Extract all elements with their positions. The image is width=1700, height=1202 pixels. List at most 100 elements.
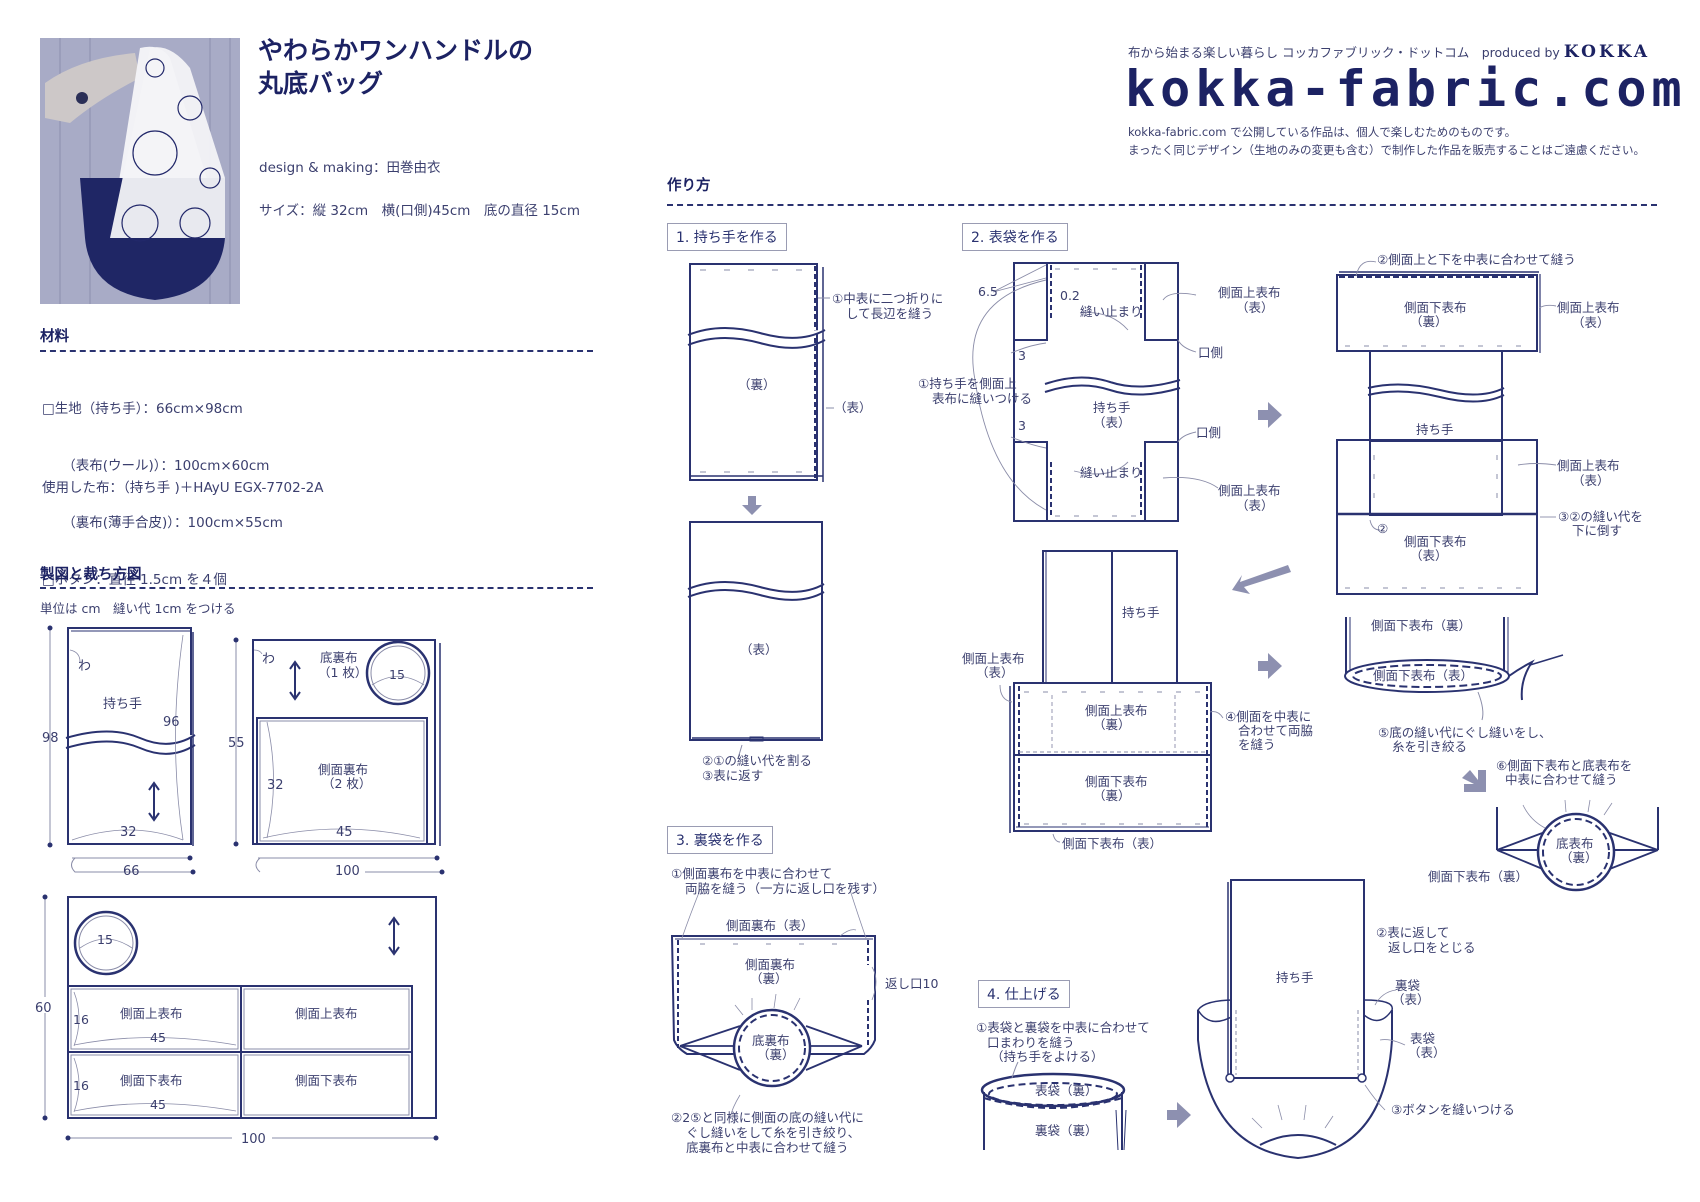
step2-e-bottom2: （裏） (1560, 850, 1598, 865)
step4-note3: ③ボタンを縫いつける (1391, 1102, 1515, 1117)
diagram-group (1355, 260, 1557, 531)
lining-bottom-name: 底裏布 (320, 650, 358, 665)
diagram-group (1235, 1010, 1359, 1075)
step2-b-handle: 持ち手 (1416, 422, 1454, 437)
step2-kuchi2: 口側 (1196, 425, 1221, 440)
handle-height-label: 98 (42, 731, 59, 746)
notice-line-2: まったく同じデザイン（生地のみの変更も含む）で制作した作品を販売することはご遠慮… (1128, 143, 1646, 157)
step1-omote: （表） (834, 400, 872, 415)
step4-note1a: ①表袋と裏袋を中表に合わせて (976, 1020, 1150, 1035)
arrow-down-left-icon (1232, 565, 1291, 594)
step2-note6a: ⑥側面下表布と底表布を (1496, 758, 1632, 773)
step3-note1b: 両脇を縫う（一方に返し口を残す） (685, 881, 885, 896)
step2-c-lower-out: 側面下表布（表） (1062, 836, 1162, 851)
lining-fabric-width: 100 (335, 864, 360, 879)
pattern-heading: 製図と裁ち方図 (40, 567, 142, 583)
arrow-down-right-icon (1462, 770, 1486, 792)
step2-d65: 6.5 (978, 284, 998, 299)
step2-b-lower: 側面下表布 (1404, 534, 1467, 549)
handle-length-label: 96 (163, 715, 180, 730)
material-item: □生地（持ち手）：66cm×98cm (42, 401, 243, 417)
step2-d02: 0.2 (1060, 288, 1080, 303)
pattern-divider (40, 587, 593, 589)
handle-width-label: 32 (120, 825, 137, 840)
step3-bottom: 底裏布 (752, 1033, 790, 1048)
lining-height-label: 55 (228, 736, 245, 751)
tagline-text: 布から始まる楽しい暮らし コッカファブリック・ドットコム produced by (1128, 45, 1560, 60)
step2-note3b: 下に倒す (1572, 523, 1622, 538)
step2-c-upper2: （裏） (1093, 717, 1131, 732)
step3-opening: 返し口10 (885, 976, 938, 991)
pattern-handle (47, 625, 196, 875)
arrow-right-icon (1167, 1102, 1191, 1128)
kokka-logo: KOKKA (1563, 42, 1651, 62)
step3-bottom2: （裏） (757, 1047, 795, 1062)
diagram-group (1019, 695, 1207, 753)
step2-handle: 持ち手 (1093, 400, 1131, 415)
step2-diagram-a (972, 262, 1219, 522)
step3-title: 3. 裏袋を作る (667, 826, 773, 854)
step4-note2b: 返し口をとじる (1388, 940, 1476, 955)
step2-d3a: 3 (1018, 348, 1026, 363)
bag-size: サイズ：縦 32cm 横(口側)45cm 底の直径 15cm (259, 203, 580, 219)
step2-e-bottom: 底表布 (1556, 836, 1594, 851)
step4-title: 4. 仕上げる (978, 980, 1070, 1008)
step2-note2: ②側面上と下を中表に合わせて縫う (1377, 252, 1576, 267)
step4-note1b: 口まわりを縫う (987, 1035, 1075, 1050)
used-fabric: 使用した布：（持ち手 )＋HAyU EGX-7702-2A (42, 480, 324, 496)
lining-diameter: 15 (389, 667, 405, 682)
step3-note1a: ①側面裏布を中表に合わせて (671, 866, 832, 881)
handle-fabric-width-label: 66 (123, 864, 140, 879)
step3-diagram (670, 889, 877, 1119)
step2-note1b: 表布に縫いつける (932, 391, 1032, 406)
step3-side-out: 側面裏布（表） (726, 918, 814, 933)
diagram-group (1345, 345, 1530, 589)
diagram-group (681, 889, 877, 1119)
material-item: （表布(ウール)）：100cm×60cm (42, 458, 270, 474)
pattern-outer (42, 894, 439, 1141)
arrow-right-icon (1258, 402, 1282, 428)
lining-fold-label: わ (262, 652, 275, 667)
lining-side-width: 45 (336, 825, 353, 840)
step4-outer: 表袋 (1410, 1031, 1436, 1046)
step4-outer-bag: 表袋（裏） (1035, 1083, 1098, 1098)
step2-note3a: ③②の縫い代を (1558, 509, 1643, 524)
diagram-group (121, 58, 221, 242)
step2-note5a: ⑤底の縫い代にぐし縫いをし、 (1378, 725, 1551, 740)
step2-sideTop1b: （表） (1236, 300, 1274, 315)
step2-note5b: 糸を引き絞る (1392, 739, 1467, 754)
step4-note2a: ②表に返して (1376, 925, 1449, 940)
step2-circ2: ② (1377, 521, 1388, 536)
step2-note1a: ①持ち手を側面上 (918, 376, 1017, 391)
step1-ura: （裏） (738, 377, 776, 392)
outer-fabric-width: 100 (241, 1132, 266, 1147)
material-item: （裏布(薄手合皮)）：100cm×55cm (42, 515, 283, 531)
outer-bottom-label-2: 側面下表布 (295, 1073, 358, 1088)
site-logo[interactable]: kokka-fabric.com (1125, 60, 1687, 118)
step2-e-side: 側面下表布（裏） (1428, 869, 1528, 884)
step2-diagram-c (999, 550, 1224, 843)
step4-note1c: （持ち手をよける） (991, 1049, 1104, 1064)
step2-c-upper-out2: （表） (976, 665, 1014, 680)
step1-title: 1. 持ち手を作る (667, 223, 787, 251)
step1-note1b: して長辺を縫う (846, 306, 933, 321)
step1-note1a: ①中表に二つ折りに (832, 291, 943, 306)
step4-handle: 持ち手 (1276, 970, 1314, 985)
step2-c-lower2: （裏） (1093, 788, 1131, 803)
step3-note2b: ぐし縫いをして糸を引き絞り、 (686, 1125, 860, 1140)
step2-b-lower2: （表） (1410, 548, 1448, 563)
step2-kuchi1: 口側 (1198, 345, 1223, 360)
bag-photo-illustration (40, 38, 240, 304)
diagram-group (1364, 989, 1406, 1111)
diagram-group (1522, 799, 1613, 829)
diagram-group (972, 264, 1219, 511)
step2-b-upper3b: （表） (1572, 473, 1610, 488)
step2-diagram-d (1344, 617, 1564, 721)
step2-diagram-b (1336, 260, 1557, 595)
step2-b-upper: 側面上表布 (1557, 300, 1620, 315)
material-item: □ボタン：直径 1.5cm を４個 (42, 572, 227, 588)
title-line-2: 丸底バッグ (258, 69, 384, 98)
step1-diagram-b (687, 521, 825, 759)
step4-diagram-a (980, 1061, 1127, 1151)
